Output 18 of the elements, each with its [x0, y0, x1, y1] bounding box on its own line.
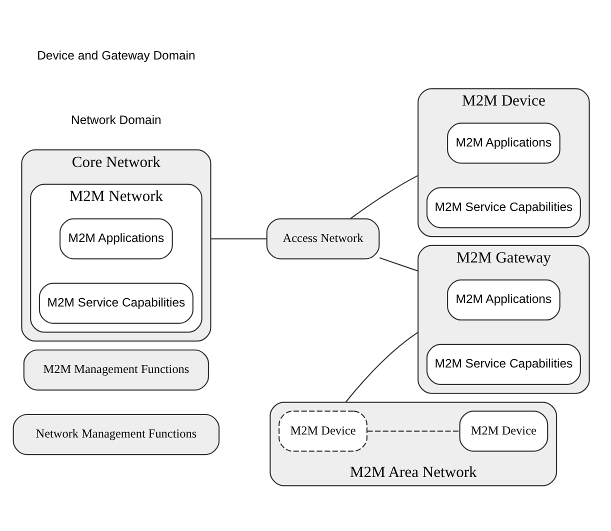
- node-box: M2M Device: [278, 410, 368, 452]
- node-box: Access Network: [266, 218, 380, 260]
- node-box: M2M Service Capabilities: [426, 344, 581, 386]
- node-box: M2M Service Capabilities: [38, 282, 194, 324]
- label: Network Domain: [71, 113, 162, 128]
- node-box: M2M Applications: [60, 218, 173, 260]
- connector: [345, 332, 418, 403]
- node-box: M2M Applications: [447, 279, 560, 321]
- node-box: Network Management Functions: [12, 414, 220, 456]
- node-box: M2M Device: [459, 410, 548, 452]
- connector: [210, 238, 267, 240]
- label: Device and Gateway Domain: [37, 48, 196, 63]
- connector: [367, 430, 460, 432]
- node-box: M2M Service Capabilities: [426, 187, 581, 228]
- connector: [379, 257, 418, 272]
- node-box: M2M Applications: [447, 122, 560, 164]
- node-box: M2M Management Functions: [23, 349, 210, 391]
- connector: [350, 174, 418, 219]
